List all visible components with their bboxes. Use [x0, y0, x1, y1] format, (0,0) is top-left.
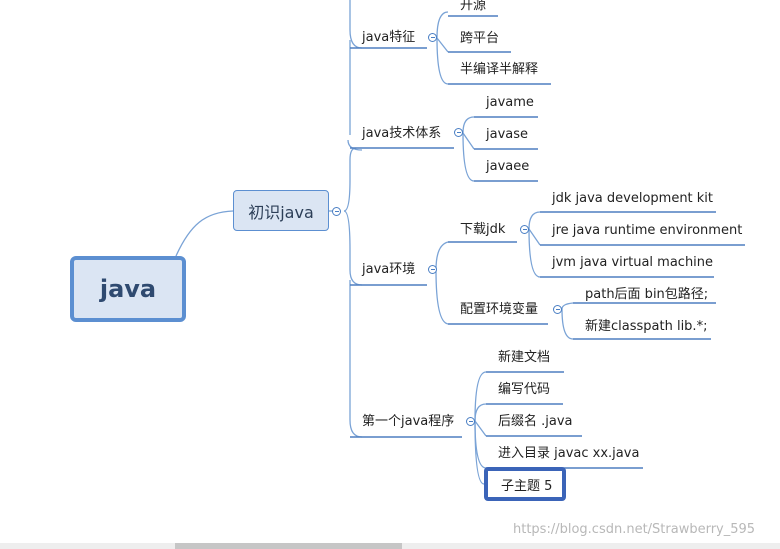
feature-item[interactable]: 开源	[460, 0, 487, 13]
scrollbar-thumb[interactable]	[175, 543, 402, 549]
tech-item[interactable]: javase	[486, 127, 529, 142]
first-program-item[interactable]: 编写代码	[498, 382, 551, 397]
env-configure[interactable]: 配置环境变量	[460, 302, 539, 317]
collapse-env-icon[interactable]	[428, 265, 437, 274]
configure-item[interactable]: 新建classpath lib.*;	[585, 319, 708, 334]
first-program-item[interactable]: 新建文档	[498, 350, 551, 365]
watermark: https://blog.csdn.net/Strawberry_595	[513, 522, 756, 537]
collapse-main-icon[interactable]	[332, 207, 341, 216]
root-label: java	[99, 275, 157, 303]
env-download[interactable]: 下载jdk	[460, 222, 506, 237]
branch-environment[interactable]: java环境	[362, 262, 416, 277]
collapse-configure-icon[interactable]	[553, 305, 562, 314]
selected-subtopic[interactable]: 子主题 5	[484, 467, 566, 501]
download-item[interactable]: jre java runtime environment	[552, 223, 743, 238]
connector-bus-features	[349, 0, 363, 49]
root-node[interactable]: java	[70, 256, 186, 322]
tech-item[interactable]: javaee	[486, 159, 530, 174]
selected-subtopic-label: 子主题 5	[501, 478, 553, 494]
configure-item[interactable]: path后面 bin包路径;	[585, 287, 709, 302]
connector-root-main	[175, 210, 234, 257]
first-program-item[interactable]: 后缀名 .java	[498, 414, 573, 429]
branch-tech-system[interactable]: java技术体系	[362, 126, 442, 141]
tech-item[interactable]: javame	[486, 95, 534, 110]
collapse-download-icon[interactable]	[520, 225, 529, 234]
feature-item[interactable]: 跨平台	[460, 31, 500, 46]
collapse-features-icon[interactable]	[428, 33, 437, 42]
branch-first-program[interactable]: 第一个java程序	[362, 414, 455, 429]
download-item[interactable]: jdk java development kit	[552, 191, 714, 206]
feature-item[interactable]: 半编译半解释	[460, 62, 539, 77]
main-topic-node[interactable]: 初识java	[233, 190, 329, 231]
connector-bus-env	[343, 210, 363, 286]
branch-features[interactable]: java特征	[362, 30, 416, 45]
download-item[interactable]: jvm java virtual machine	[552, 255, 714, 270]
main-topic-label: 初识java	[248, 202, 314, 222]
connector-bus-first	[349, 280, 363, 438]
collapse-first-icon[interactable]	[466, 417, 475, 426]
first-program-item[interactable]: 进入目录 javac xx.java	[498, 446, 640, 461]
collapse-tech-icon[interactable]	[454, 128, 463, 137]
